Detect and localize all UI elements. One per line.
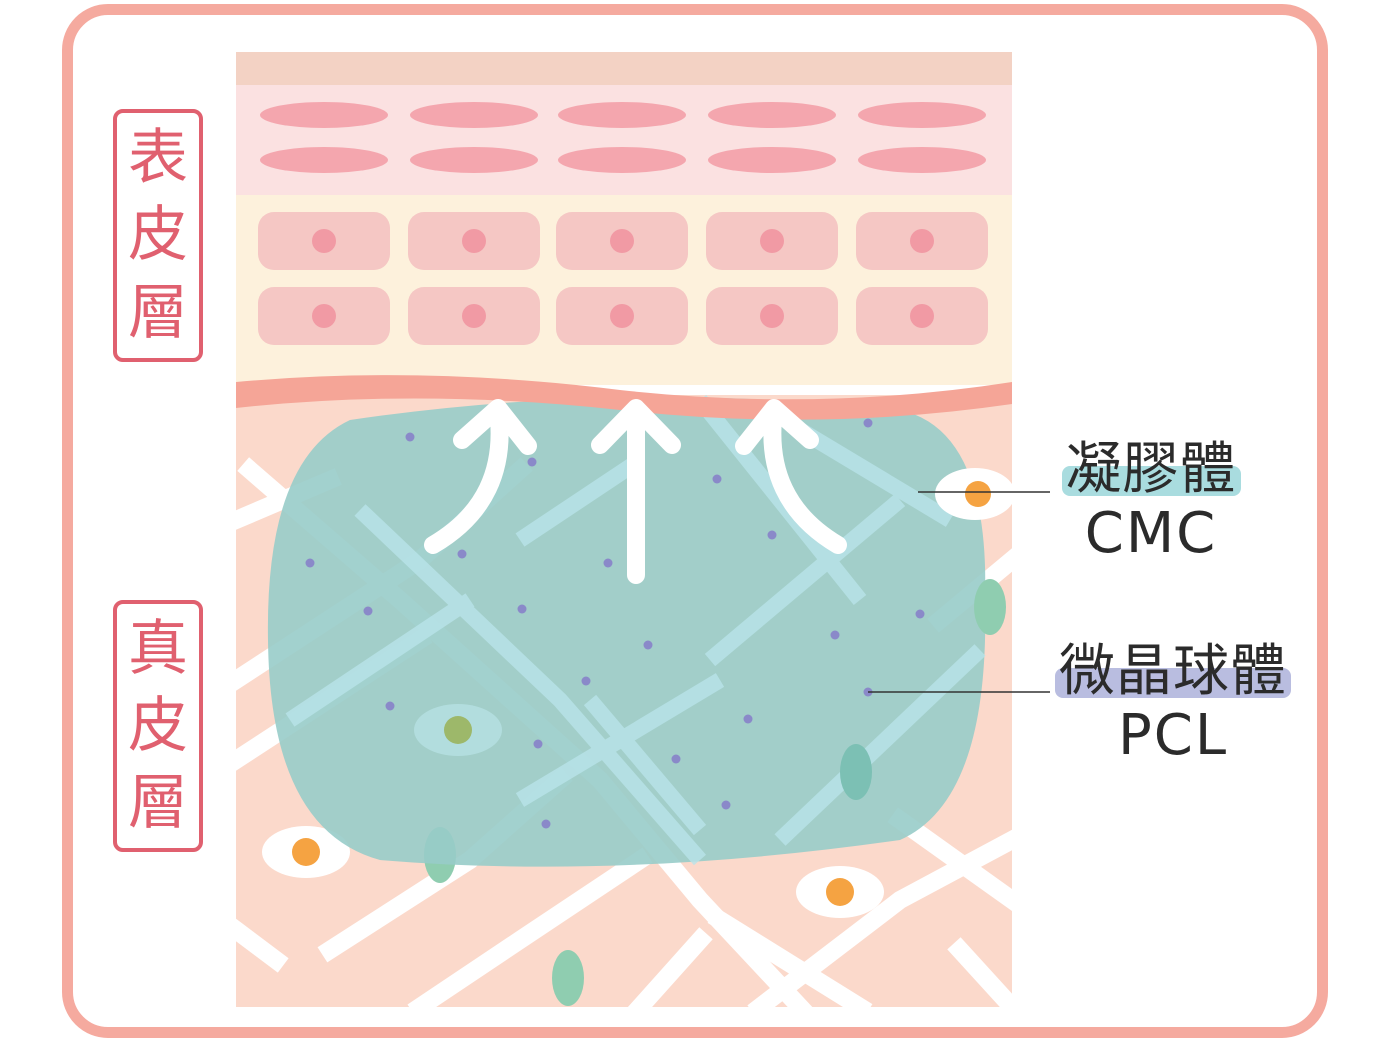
pcl-microsphere (915, 609, 925, 619)
epidermis-char-3: 層 (128, 278, 188, 349)
flat-cell (260, 147, 388, 173)
green-cell-in-gel (840, 744, 872, 800)
pcl-microsphere (721, 800, 731, 810)
pcl-microsphere (527, 457, 537, 467)
cell-nucleus (610, 304, 634, 328)
pcl-microsphere (830, 630, 840, 640)
flat-cell (558, 147, 686, 173)
pcl-name: 微晶球體 (1059, 639, 1287, 704)
dermis-char-1: 真 (128, 613, 188, 684)
pcl-microsphere (767, 530, 777, 540)
dermis-char-2: 皮 (128, 690, 188, 761)
cell-nucleus (444, 716, 472, 744)
cell-nucleus (910, 229, 934, 253)
flat-cell (708, 102, 836, 128)
cell-nucleus (312, 229, 336, 253)
epidermis-char-2: 皮 (128, 200, 188, 271)
basal-cells (258, 212, 988, 345)
cell-nucleus (760, 304, 784, 328)
cell-nucleus (312, 304, 336, 328)
pcl-microsphere (457, 549, 467, 559)
pcl-microsphere (671, 754, 681, 764)
basement-membrane (236, 375, 1012, 420)
pcl-microsphere (533, 739, 543, 749)
cell-nucleus (910, 304, 934, 328)
cell-nucleus (760, 229, 784, 253)
pcl-abbr: PCL (1117, 703, 1229, 768)
pcl-microsphere (405, 432, 415, 442)
flat-cell (858, 102, 986, 128)
pcl-microsphere (743, 714, 753, 724)
flat-cells (260, 102, 986, 173)
flat-cell (260, 102, 388, 128)
cell-nucleus (462, 229, 486, 253)
pcl-microsphere (712, 474, 722, 484)
flat-cell (708, 147, 836, 173)
pcl-microsphere (385, 701, 395, 711)
pcl-microsphere (305, 558, 315, 568)
pcl-name-highlight: 微晶球體 (1055, 640, 1291, 704)
pcl-microsphere (643, 640, 653, 650)
epidermis-char-1: 表 (128, 122, 188, 193)
lift-arrows (424, 399, 847, 584)
cmc-callout: 凝膠體 CMC (1048, 438, 1254, 566)
cmc-name-highlight: 凝膠體 (1061, 437, 1241, 502)
pcl-microsphere (363, 606, 373, 616)
pcl-callout: 微晶球體 PCL (1048, 640, 1298, 768)
dermis-cells (262, 826, 884, 1006)
epidermis-label: 表 皮 層 (113, 109, 203, 362)
flat-cell (410, 147, 538, 173)
flat-cell (558, 102, 686, 128)
pcl-microsphere (603, 558, 613, 568)
pcl-microsphere (863, 418, 873, 428)
flat-cell (858, 147, 986, 173)
epidermis-upper-layer (236, 85, 1012, 195)
cell-nucleus (610, 229, 634, 253)
cell-nucleus (462, 304, 486, 328)
dermis-char-3: 層 (128, 768, 188, 839)
pcl-microsphere (541, 819, 551, 829)
pcl-microspheres (305, 418, 925, 829)
flat-cell (410, 102, 538, 128)
cmc-abbr: CMC (1084, 501, 1218, 566)
dermis-label: 真 皮 層 (113, 600, 203, 852)
edge-cell-green (974, 579, 1006, 635)
cmc-name: 凝膠體 (1065, 437, 1237, 502)
pcl-microsphere (517, 604, 527, 614)
cmc-pointer-target (965, 481, 991, 507)
pcl-microsphere (581, 676, 591, 686)
stratum-corneum (236, 52, 1012, 85)
